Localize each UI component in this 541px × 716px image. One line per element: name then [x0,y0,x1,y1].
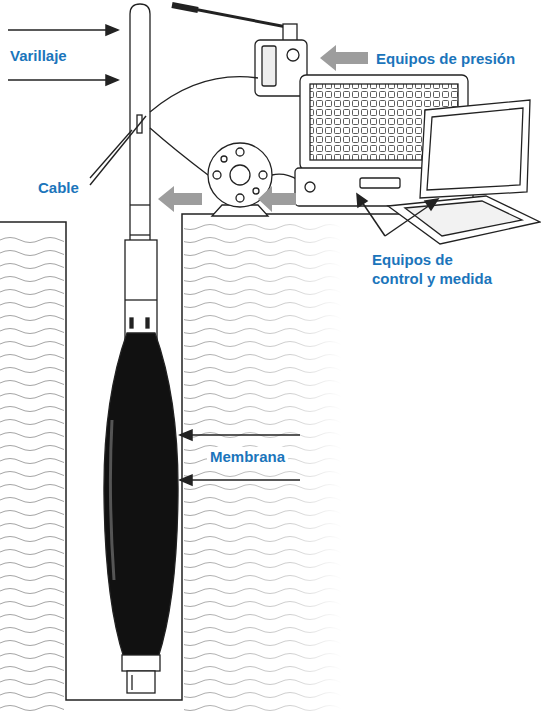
probe [104,240,178,693]
leader-lines [90,116,146,185]
equipment-label: Equipos de presión [376,49,515,68]
pressure-unit [172,5,307,96]
cable-reel [208,143,272,216]
soil-hatching [0,224,342,716]
part-label: Membrana [207,447,288,466]
part-label: Cable [38,178,79,197]
equipment-label: Equipos de control y medida [372,250,502,288]
borehole-outline [0,214,520,700]
pointer-arrows [158,45,368,212]
part-label: Varillaje [10,46,67,65]
laptop [388,100,540,244]
